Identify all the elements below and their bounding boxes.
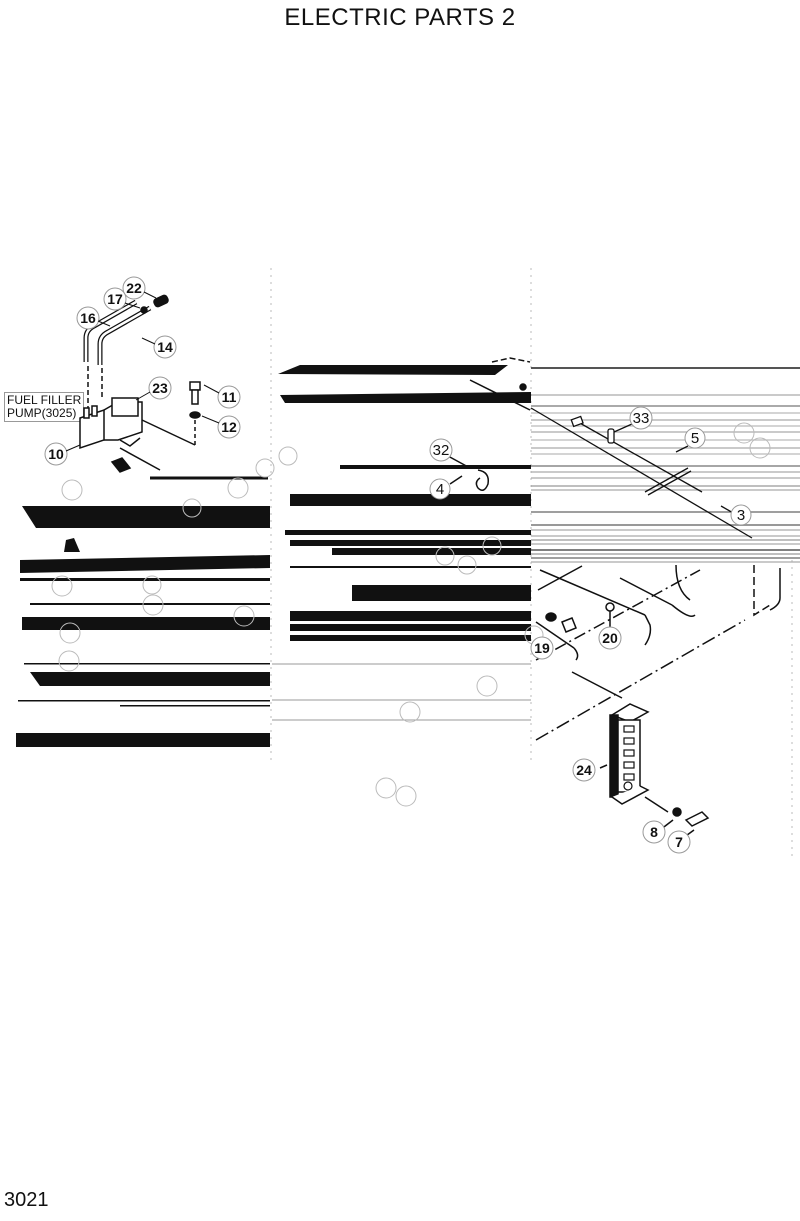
callout-23[interactable]: 23 <box>135 376 172 401</box>
harness-group <box>530 407 753 539</box>
svg-text:19: 19 <box>534 640 550 656</box>
callout-4[interactable]: 4 <box>429 478 451 500</box>
svg-text:12: 12 <box>221 419 237 435</box>
fuel-filler-pump-reference[interactable]: FUEL FILLER PUMP(3025) <box>4 392 85 422</box>
svg-text:32: 32 <box>433 442 450 459</box>
clamp-group <box>447 357 531 491</box>
callout-14[interactable]: 14 <box>141 335 177 359</box>
callout-7[interactable]: 7 <box>667 830 691 854</box>
callout-33[interactable]: 33 <box>629 406 653 430</box>
empty-balloon-circles <box>51 422 771 807</box>
callout-5[interactable]: 5 <box>684 427 706 449</box>
callout-22[interactable]: 22 <box>122 276 157 300</box>
callout-8[interactable]: 8 <box>642 820 666 844</box>
middle-thin-lines <box>272 663 531 721</box>
svg-text:10: 10 <box>48 446 64 462</box>
column-dividers <box>270 268 793 860</box>
svg-text:11: 11 <box>222 389 237 405</box>
callout-19[interactable]: 19 <box>530 636 554 660</box>
reference-line-2: PUMP(3025) <box>7 406 77 420</box>
svg-text:20: 20 <box>602 630 618 646</box>
callouts: 22 17 16 14 23 11 12 10 32 4 33 5 3 19 2… <box>44 276 752 854</box>
callout-3[interactable]: 3 <box>730 504 752 526</box>
page-number: 3021 <box>4 1189 49 1211</box>
svg-text:14: 14 <box>157 339 173 355</box>
svg-text:33: 33 <box>633 410 650 427</box>
svg-text:24: 24 <box>576 762 592 778</box>
callout-17[interactable]: 17 <box>103 287 141 311</box>
middle-artifact-bars <box>278 365 531 641</box>
page-title: ELECTRIC PARTS 2 <box>284 4 516 31</box>
svg-text:22: 22 <box>126 280 142 296</box>
svg-text:5: 5 <box>691 430 699 447</box>
callout-20[interactable]: 20 <box>598 626 622 650</box>
svg-text:8: 8 <box>650 824 658 840</box>
svg-text:16: 16 <box>80 310 96 326</box>
callout-10[interactable]: 10 <box>44 442 81 466</box>
left-artifact-bars <box>16 506 270 747</box>
fuel-pump-group <box>79 294 268 480</box>
callout-12[interactable]: 12 <box>201 415 241 439</box>
svg-text:7: 7 <box>675 834 683 850</box>
callout-16[interactable]: 16 <box>76 306 111 330</box>
callout-24[interactable]: 24 <box>572 758 596 782</box>
terminal-block <box>599 703 710 839</box>
svg-text:23: 23 <box>152 380 168 396</box>
svg-text:17: 17 <box>107 291 123 307</box>
callout-32[interactable]: 32 <box>429 438 453 462</box>
callout-11[interactable]: 11 <box>203 384 241 409</box>
reference-line-1: FUEL FILLER <box>7 393 82 407</box>
connector-group <box>535 564 781 741</box>
svg-text:3: 3 <box>737 507 745 524</box>
svg-text:4: 4 <box>436 481 444 498</box>
right-stripes <box>531 367 800 563</box>
